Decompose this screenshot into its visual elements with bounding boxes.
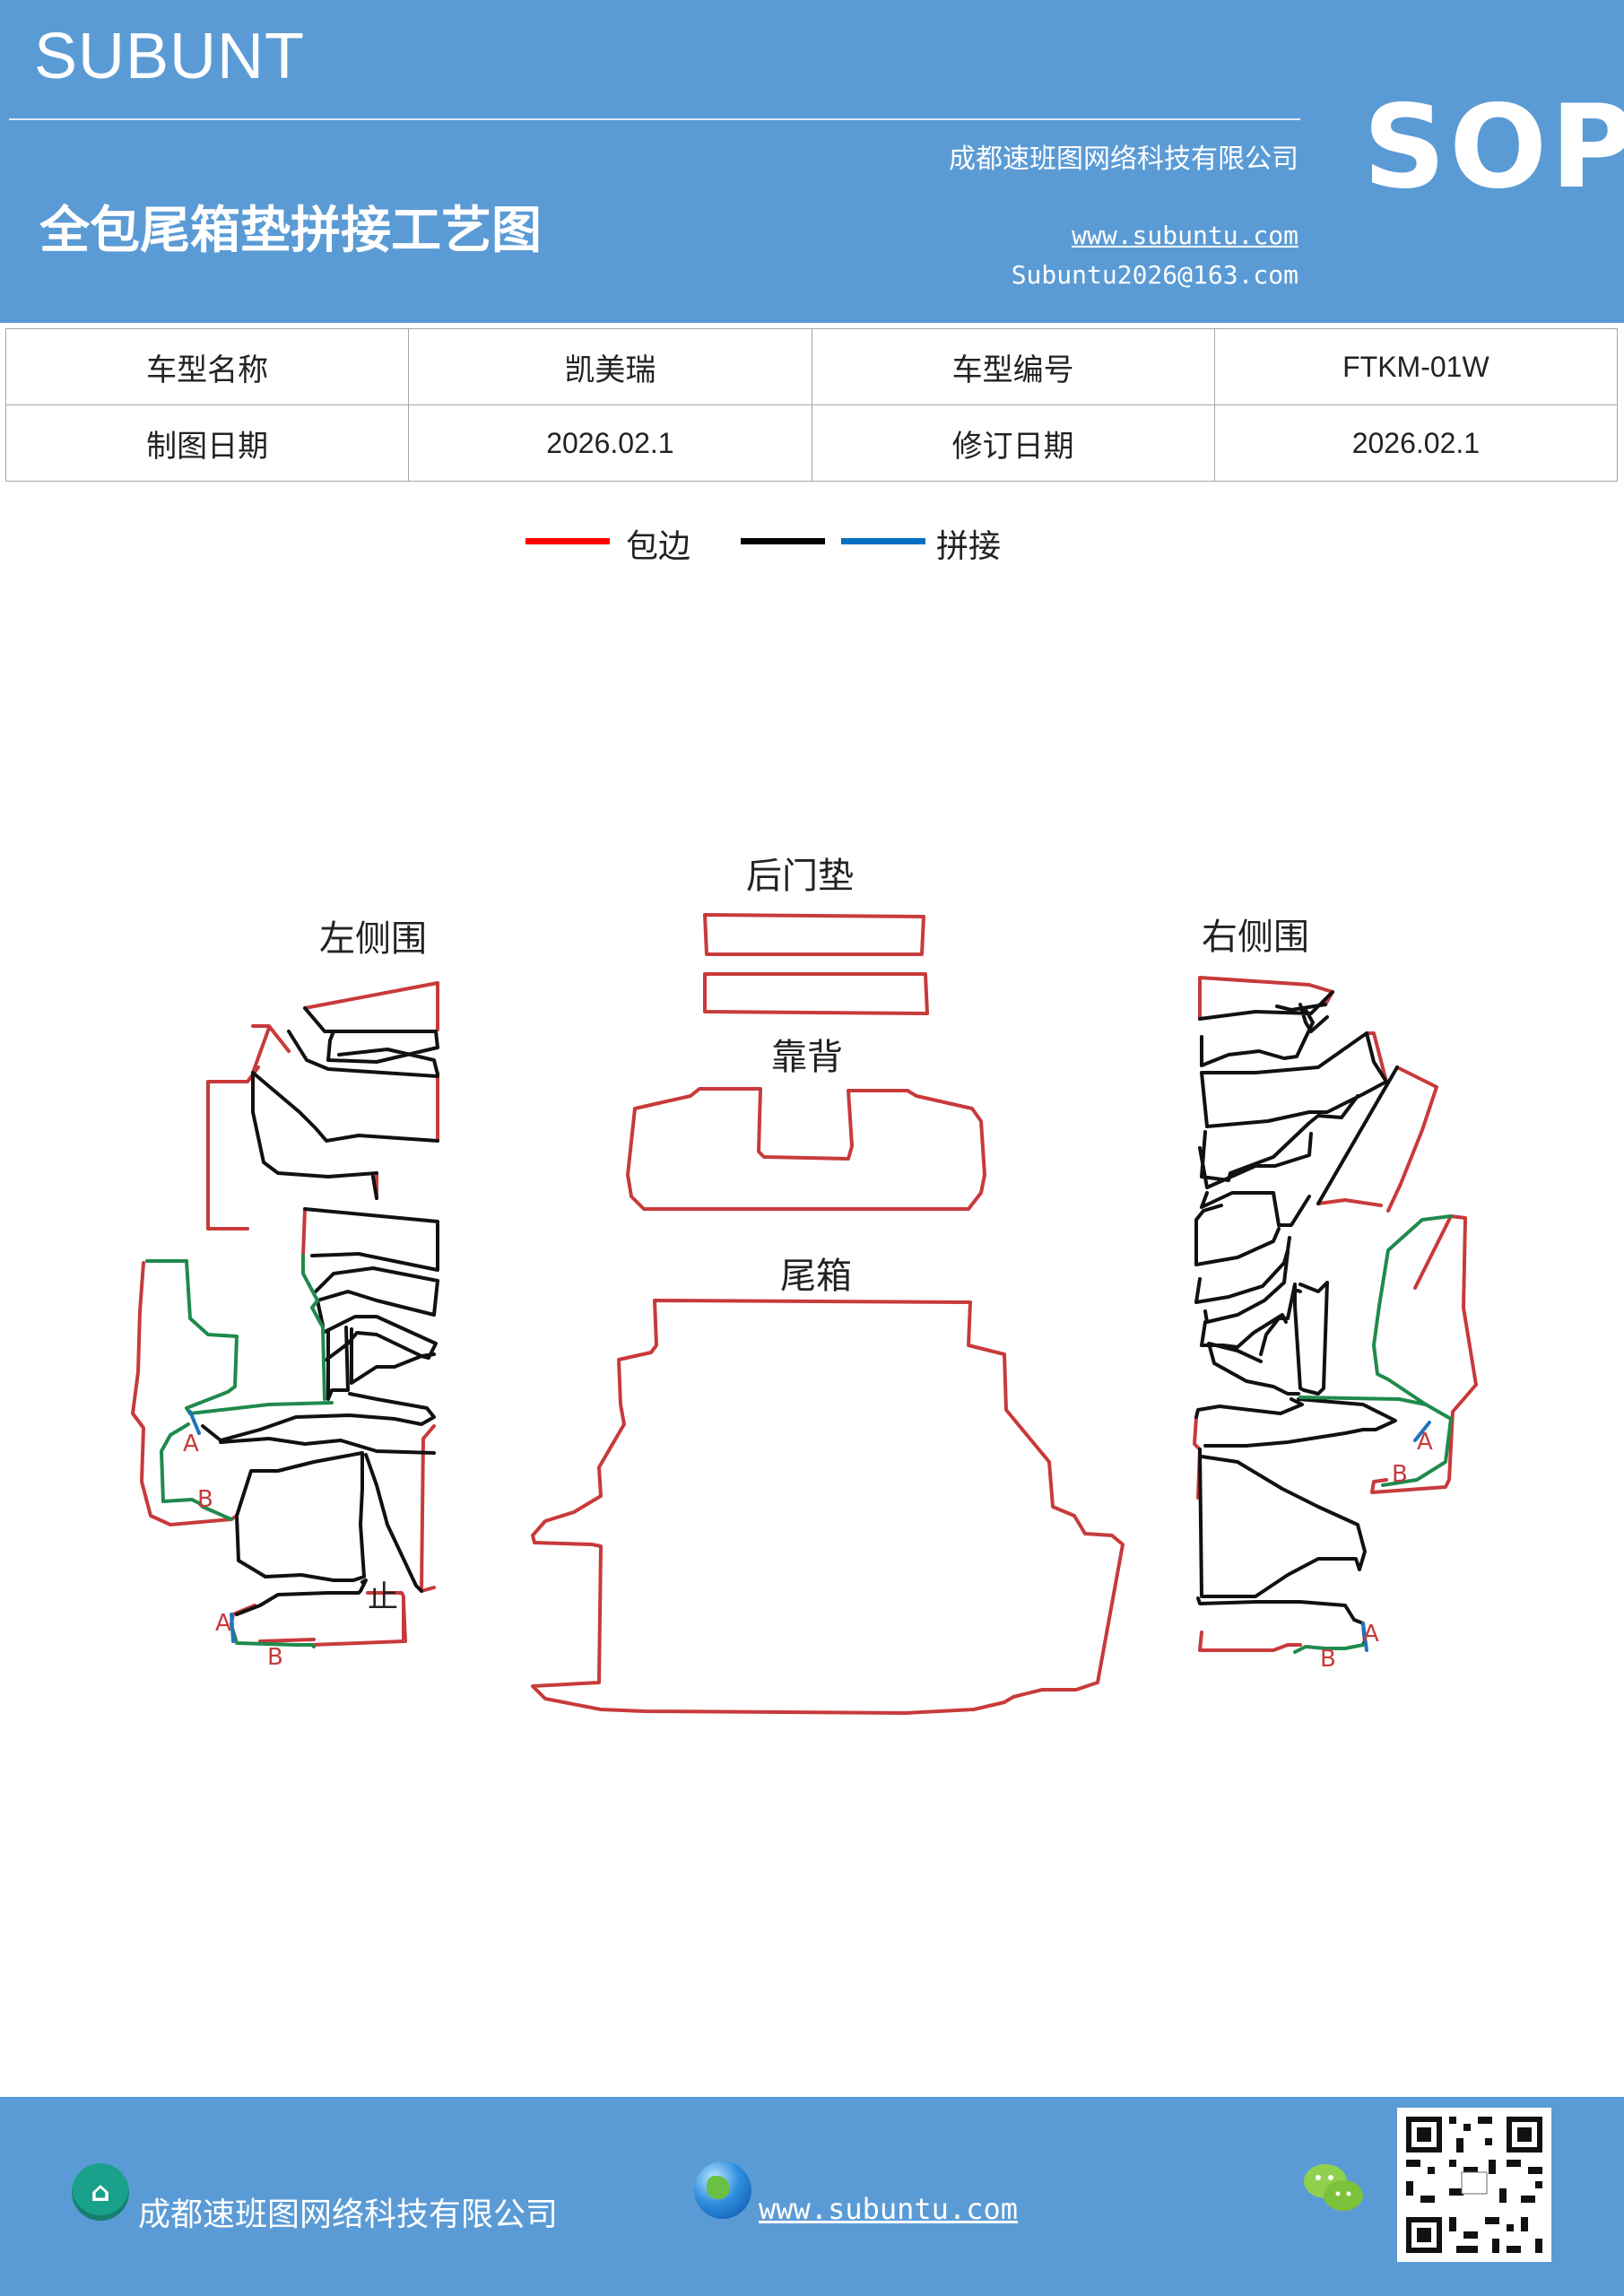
draw-date-value: 2026.02.1 <box>408 404 812 482</box>
backrest-piece <box>626 1087 986 1211</box>
marker-b-left-2: B <box>267 1644 283 1671</box>
legend-edge-line <box>525 538 610 544</box>
marker-a-left-1: A <box>183 1431 199 1457</box>
marker-a-right-1: A <box>1417 1429 1433 1456</box>
label-left-side: 左侧围 <box>319 918 427 960</box>
table-row: 制图日期 2026.02.1 修订日期 2026.02.1 <box>4 404 1619 482</box>
label-rear-door: 后门垫 <box>746 856 854 897</box>
qr-code-icon[interactable] <box>1397 2108 1551 2262</box>
marker-a-right-2: A <box>1363 1621 1379 1648</box>
right-side-panel: A B A B <box>1193 976 1478 1673</box>
wechat-icon <box>1304 2164 1363 2211</box>
legend-splice-line <box>841 538 925 544</box>
model-code-label: 车型编号 <box>811 328 1215 405</box>
rear-door-pad-2 <box>703 972 929 1015</box>
header-divider <box>9 118 1300 120</box>
info-table: 车型名称 凯美瑞 车型编号 FTKM-01W 制图日期 2026.02.1 修订… <box>4 328 1619 482</box>
legend: 包边 拼接 <box>0 520 1624 574</box>
model-name-value: 凯美瑞 <box>408 328 812 405</box>
stop-marker: 止 <box>368 1579 398 1615</box>
model-code-value: FTKM-01W <box>1213 328 1619 405</box>
brand-logo-text: SUBUNT <box>34 21 306 92</box>
label-backrest: 靠背 <box>771 1037 843 1078</box>
label-right-side: 右侧围 <box>1202 917 1309 958</box>
marker-b-left-1: B <box>197 1486 213 1513</box>
legend-splice-label: 拼接 <box>936 528 1002 565</box>
globe-icon <box>694 2161 751 2219</box>
table-row: 车型名称 凯美瑞 车型编号 FTKM-01W <box>4 328 1619 405</box>
trunk-piece <box>531 1299 1125 1715</box>
legend-edge-label: 包边 <box>626 528 691 565</box>
company-building-icon: ⌂ <box>72 2163 129 2221</box>
header-email: Subuntu2026@163.com <box>1011 260 1298 290</box>
footer-website-link[interactable]: www.subuntu.com <box>759 2192 1018 2226</box>
page-title: 全包尾箱垫拼接工艺图 <box>39 201 542 260</box>
sop-label: SOP <box>1363 81 1624 214</box>
header-website-link[interactable]: www.subuntu.com <box>1072 221 1298 250</box>
revise-date-label: 修订日期 <box>811 404 1215 482</box>
draw-date-label: 制图日期 <box>4 404 410 482</box>
header-company-name: 成都速班图网络科技有限公司 <box>949 144 1298 175</box>
rear-door-pad-1 <box>703 913 925 956</box>
model-name-label: 车型名称 <box>4 328 410 405</box>
marker-b-right-2: B <box>1320 1646 1336 1673</box>
label-trunk: 尾箱 <box>780 1256 852 1297</box>
revise-date-value: 2026.02.1 <box>1213 404 1619 482</box>
header-banner <box>0 0 1624 323</box>
marker-b-right-1: B <box>1392 1461 1408 1488</box>
legend-seam-line <box>741 538 825 544</box>
footer-company-name: 成都速班图网络科技有限公司 <box>138 2196 559 2233</box>
left-side-panel: A B A B 止 <box>131 981 439 1671</box>
marker-a-left-2: A <box>215 1610 231 1637</box>
